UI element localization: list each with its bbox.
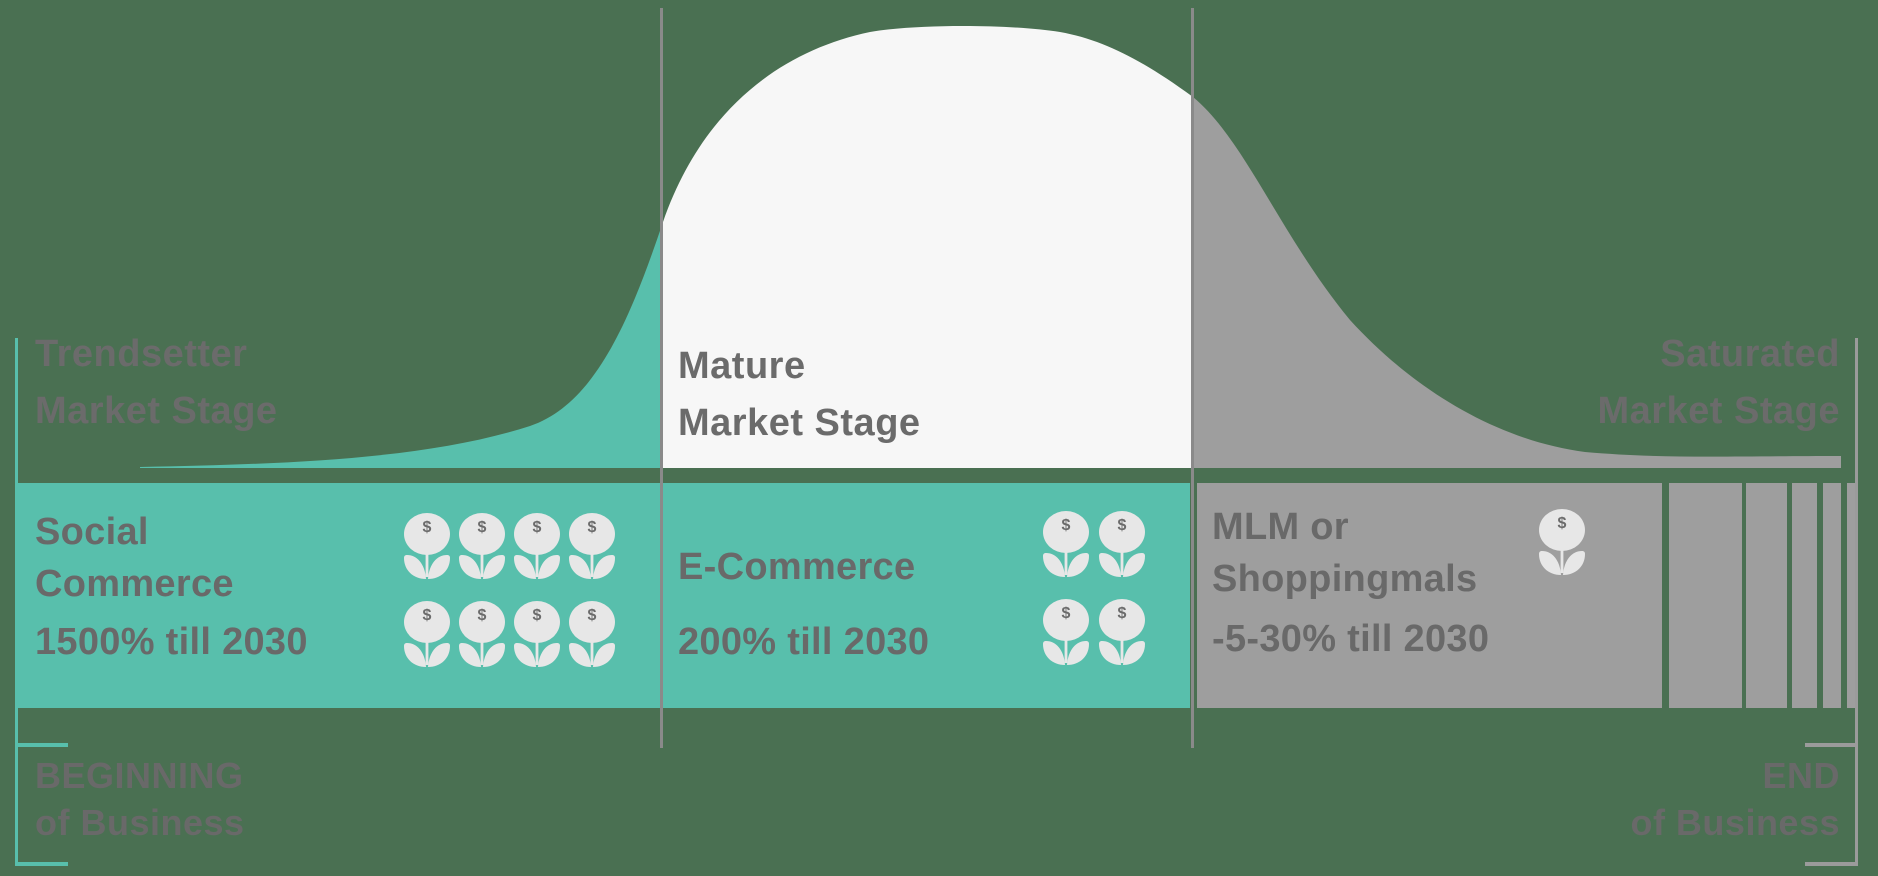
- svg-text:$: $: [1118, 605, 1127, 622]
- stage-title-line: Market Stage: [1597, 390, 1840, 432]
- svg-text:$: $: [533, 519, 542, 536]
- money-flower-icon: $: [569, 513, 615, 579]
- band-label-line: Social: [35, 511, 149, 553]
- money-flower-icon: $: [569, 601, 615, 667]
- stage-title-line: Mature: [678, 345, 806, 387]
- svg-text:$: $: [588, 607, 597, 624]
- growth-mlm: -5-30% till 2030: [1212, 618, 1490, 660]
- end-bracket-top-tick: [1805, 743, 1858, 747]
- band-label-e-commerce: E-Commerce: [678, 541, 915, 593]
- timeline-label-line: END: [1762, 755, 1840, 796]
- svg-text:$: $: [1118, 517, 1127, 534]
- growth-e-commerce: 200% till 2030: [678, 621, 930, 663]
- money-flower-icon: $: [1099, 599, 1145, 665]
- bell-segment-mature: [662, 26, 1192, 468]
- decline-stripe: [1823, 483, 1841, 708]
- money-flower-icon: $: [1539, 509, 1585, 575]
- svg-text:$: $: [423, 519, 432, 536]
- end-bracket-bottom-tick: [1805, 862, 1858, 866]
- stage-title-line: Saturated: [1660, 333, 1840, 375]
- decline-stripe: [1847, 483, 1857, 708]
- money-flower-icon: $: [514, 513, 560, 579]
- money-flower-icon: $: [1099, 511, 1145, 577]
- timeline-label-line: of Business: [1630, 802, 1840, 843]
- stage-divider-right: [1191, 8, 1194, 748]
- band-label-line: Commerce: [35, 563, 234, 605]
- stage-title-line: Trendsetter: [35, 333, 248, 375]
- svg-text:$: $: [588, 519, 597, 536]
- money-flower-icon: $: [459, 601, 505, 667]
- money-flower-icon: $: [404, 513, 450, 579]
- svg-text:$: $: [1558, 515, 1567, 532]
- timeline-label-line: BEGINNING: [35, 755, 244, 796]
- svg-text:$: $: [478, 607, 487, 624]
- band-label-line: Shoppingmals: [1212, 558, 1478, 600]
- stage-divider-left: [660, 8, 663, 748]
- money-flower-icon: $: [404, 601, 450, 667]
- band-label-line: MLM or: [1212, 506, 1349, 548]
- svg-text:$: $: [533, 607, 542, 624]
- money-flower-icon: $: [459, 513, 505, 579]
- money-flower-icon: $: [514, 601, 560, 667]
- band-label-social-commerce: Social Commerce: [35, 506, 234, 610]
- band-label-mlm: MLM or Shoppingmals: [1212, 501, 1477, 605]
- growth-social-commerce: 1500% till 2030: [35, 621, 308, 663]
- decline-stripe: [1792, 483, 1817, 708]
- svg-text:$: $: [423, 607, 432, 624]
- svg-text:$: $: [478, 519, 487, 536]
- timeline-label-line: of Business: [35, 802, 245, 843]
- bell-segment-trendsetter: [140, 224, 662, 468]
- money-flower-icon: $: [1043, 599, 1089, 665]
- flower-grid-social-commerce: $ $ $ $ $ $ $ $: [402, 513, 617, 669]
- stage-title-line: Market Stage: [35, 390, 278, 432]
- timeline-end-label: END of Business: [1630, 752, 1840, 846]
- stage-title-mature: Mature Market Stage: [678, 338, 921, 452]
- begin-rail: [15, 338, 18, 866]
- flower-grid-e-commerce: $ $ $ $: [1041, 511, 1147, 667]
- begin-bracket-bottom-tick: [15, 862, 68, 866]
- timeline-beginning-label: BEGINNING of Business: [35, 752, 245, 846]
- bell-segment-saturated: [1192, 96, 1841, 468]
- end-rail: [1855, 338, 1858, 866]
- band-decline-gray: [1197, 483, 1662, 708]
- money-flower-icon: $: [1043, 511, 1089, 577]
- stage-title-line: Market Stage: [678, 402, 921, 444]
- begin-bracket-top-tick: [15, 743, 68, 747]
- band-label-line: E-Commerce: [678, 546, 916, 588]
- svg-text:$: $: [1062, 605, 1071, 622]
- stage-title-trendsetter: Trendsetter Market Stage: [35, 326, 278, 440]
- decline-stripe: [1746, 483, 1787, 708]
- svg-text:$: $: [1062, 517, 1071, 534]
- stage-title-saturated: Saturated Market Stage: [1597, 326, 1840, 440]
- decline-stripe: [1669, 483, 1742, 708]
- flower-grid-mlm: $: [1537, 509, 1587, 577]
